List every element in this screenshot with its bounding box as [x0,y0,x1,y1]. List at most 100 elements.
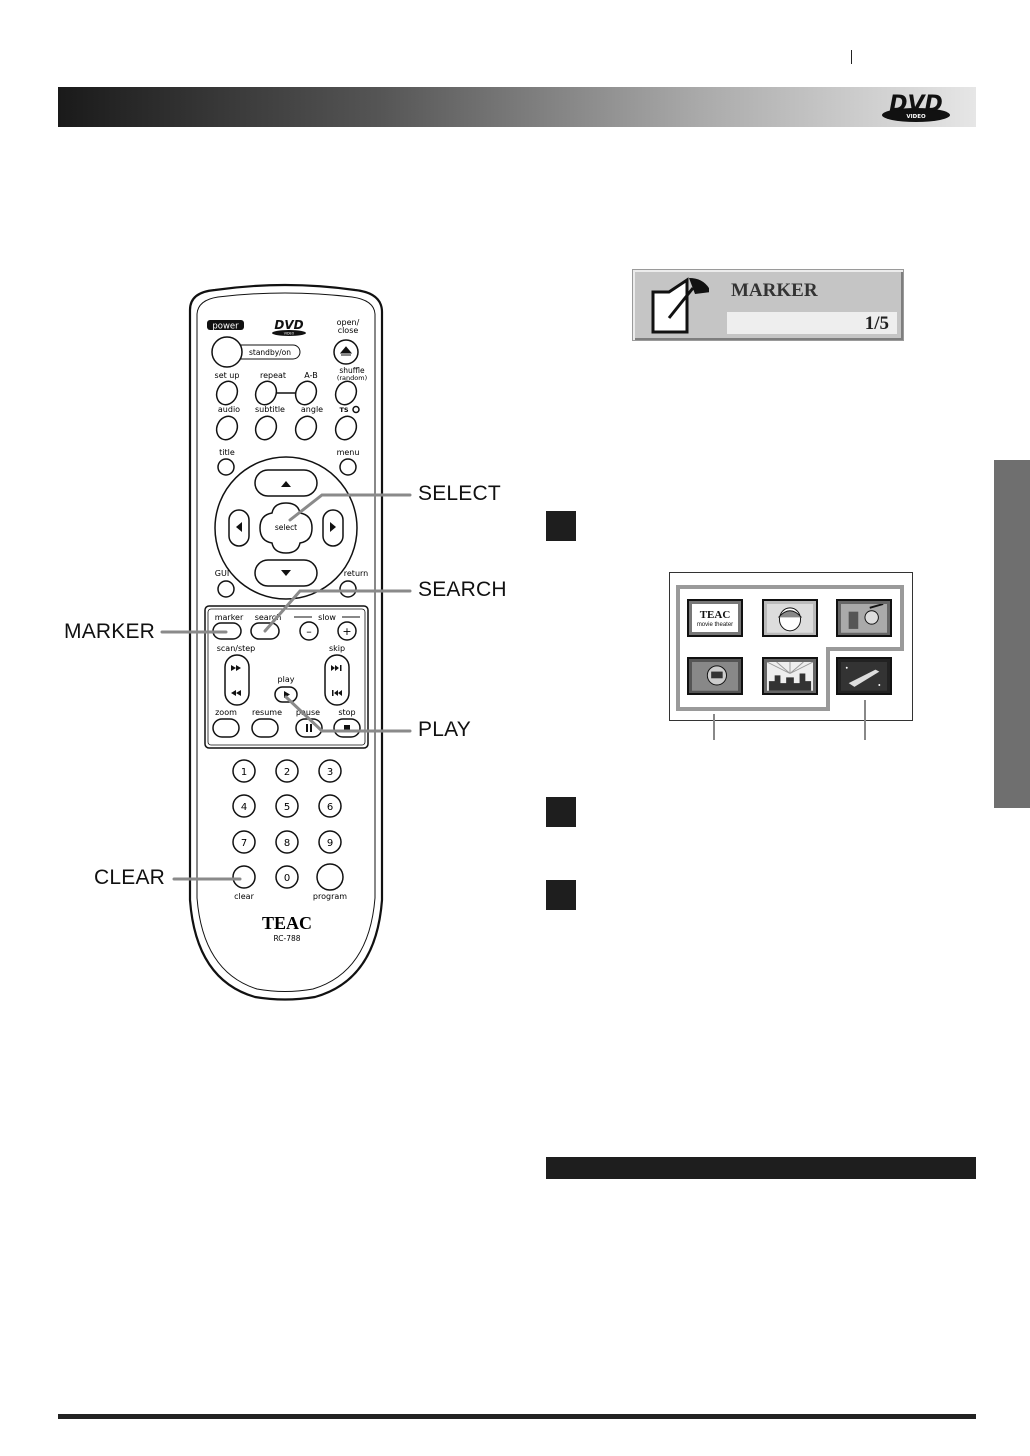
play-callout-line [284,695,412,733]
digit-5-label: 5 [284,802,290,813]
skip-button[interactable] [324,654,350,706]
standby-on-label: standby/on [249,348,291,357]
a-b-button[interactable] [292,378,320,408]
footer-rule [58,1414,976,1419]
resume-button[interactable] [251,718,279,738]
astronaut-icon [692,662,738,691]
shuffle-button[interactable] [332,378,360,408]
digit-1-button[interactable] [232,759,256,783]
remote-brand: TEAC [262,913,312,933]
city-skyline-icon [767,662,813,691]
osd-count-field: 1/5 [727,312,897,334]
return-label: return [344,569,368,578]
digit-3-label: 3 [327,767,333,778]
clear-label: clear [234,892,254,901]
digit-0-button[interactable] [275,865,299,889]
select-button[interactable] [259,502,313,554]
left-arrow-icon [236,522,242,532]
teac-logo-thumbnail[interactable]: TEAC movie theater [687,599,743,637]
repeat-button[interactable] [252,378,280,408]
a-b-label: A-B [304,371,317,380]
title-label: title [219,448,235,457]
girl-face-thumbnail[interactable] [762,599,818,637]
pause-icon [306,724,312,732]
standby-on-button[interactable] [211,336,243,368]
random-label: (random) [337,374,367,382]
pause-label: pause [296,708,320,717]
stop-icon [344,725,350,731]
open-close-label-2: close [338,326,359,335]
set-up-button[interactable] [213,378,241,408]
digit-7-button[interactable] [232,830,256,854]
thumbnail-highlight-outline [676,585,904,711]
chapter-side-tab [994,460,1030,808]
angle-button[interactable] [292,413,320,443]
note-heading-bar [546,1157,976,1179]
menu-button[interactable] [339,458,357,476]
select-label: select [275,523,297,532]
title-button[interactable] [217,458,235,476]
step-1-marker [546,511,576,541]
slow-plus-label: + [342,625,351,638]
marker-callout: MARKER [64,620,156,643]
girl-face-icon [767,604,813,633]
step-2-marker [546,797,576,827]
remote-dvd-logo-sub: VIDEO [284,332,295,336]
play-label: play [278,675,295,684]
right-arrow-icon [330,522,336,532]
rocket-icon [841,662,887,691]
thumbnail-pointer-right [864,700,866,740]
set-up-label: set up [215,371,240,380]
dvd-logo-sub: VIDEO [906,114,926,120]
digit-1-label: 1 [241,767,247,778]
digit-6-button[interactable] [318,794,342,818]
digit-8-label: 8 [284,838,290,849]
city-skyline-thumbnail[interactable] [762,657,818,695]
scan-step-button[interactable] [224,654,250,706]
robot-thumbnail[interactable] [836,599,892,637]
marker-flag-icon [651,277,709,334]
transport-panel-inner [207,608,366,746]
ts-button[interactable] [332,413,360,443]
zoom-button[interactable] [212,718,240,738]
angle-label: angle [301,405,323,414]
digit-2-button[interactable] [275,759,299,783]
program-label: program [313,892,347,901]
marker-thumbnail-panel: TEAC movie theater [669,572,913,721]
down-arrow-icon [281,570,291,576]
open-close-label-1: open/ [337,318,360,327]
power-label-box [207,320,244,330]
skip-next-icon [331,665,342,671]
digit-4-label: 4 [241,802,247,813]
slow-minus-button[interactable] [299,621,319,641]
subtitle-label: subtitle [255,405,285,414]
play-callout: PLAY [418,718,471,741]
slow-plus-button[interactable] [337,621,357,641]
remote-dvd-logo: DVD [274,318,303,332]
clear-button[interactable] [232,865,256,889]
digit-8-button[interactable] [275,830,299,854]
digit-0-label: 0 [284,873,290,884]
audio-button[interactable] [213,413,241,443]
digit-3-button[interactable] [318,759,342,783]
gui-label: GUI [215,569,229,578]
subtitle-button[interactable] [252,413,280,443]
digit-5-button[interactable] [275,794,299,818]
marker-label: marker [215,613,244,622]
return-button[interactable] [339,580,357,598]
digit-9-button[interactable] [318,830,342,854]
astronaut-thumbnail[interactable] [687,657,743,695]
fast-forward-icon [231,665,241,671]
rocket-thumbnail[interactable] [836,657,892,695]
slow-minus-label: – [306,625,312,638]
digit-7-label: 7 [241,838,247,849]
digit-4-button[interactable] [232,794,256,818]
dvd-video-logo-icon: VIDEO DVD [882,92,950,122]
dvd-logo-text: DVD [889,92,943,117]
select-callout: SELECT [418,482,501,505]
gui-button[interactable] [217,580,235,598]
section-header-bar [58,87,976,127]
program-button[interactable] [316,863,344,891]
up-arrow-icon [281,481,291,487]
search-label: search [255,613,282,622]
